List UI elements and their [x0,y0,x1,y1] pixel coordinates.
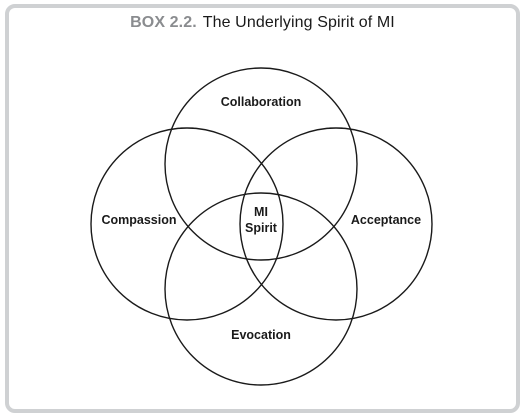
label-center-line1: MI [254,205,268,219]
circle-collaboration [164,67,358,261]
label-center-line2: Spirit [245,221,278,235]
circle-evocation [164,192,358,386]
label-collaboration: Collaboration [221,95,302,109]
box-title-text: The Underlying Spirit of MI [202,14,395,31]
box-frame [5,4,520,413]
circle-acceptance [239,127,433,321]
label-compassion: Compassion [101,213,176,227]
label-acceptance: Acceptance [351,213,421,227]
circle-compassion [90,127,284,321]
box-title: BOX 2.2. The Underlying Spirit of MI [0,14,525,32]
box-label: BOX 2.2. [130,14,197,31]
label-evocation: Evocation [231,328,291,342]
